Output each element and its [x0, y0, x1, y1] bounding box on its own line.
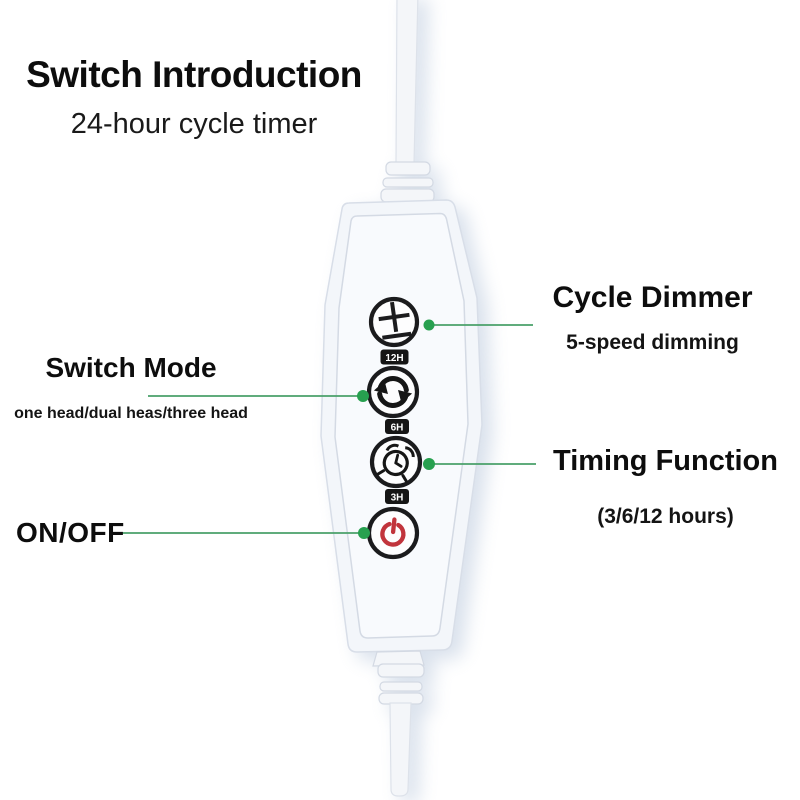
connector-dot-dimmer — [423, 319, 435, 331]
page-subtitle: 24-hour cycle timer — [70, 107, 318, 140]
timer-badge-3h: 3H — [385, 489, 409, 504]
callout-switch-mode: Switch Mode one head/dual heas/three hea… — [0, 352, 262, 423]
svg-text:3H: 3H — [391, 493, 404, 504]
callout-connectors — [111, 319, 536, 539]
callout-cycle-dimmer-title: Cycle Dimmer — [552, 281, 753, 314]
header: Switch Introduction 24-hour cycle timer — [8, 54, 380, 141]
connector-dot-power — [358, 527, 370, 539]
connector-dot-mode — [357, 390, 369, 402]
power-icon — [380, 517, 406, 547]
strain-relief-top — [380, 161, 435, 203]
svg-text:12H: 12H — [385, 353, 403, 364]
callout-cycle-dimmer-subtitle: 5-speed dimming — [566, 331, 739, 354]
plus-minus-icon — [378, 301, 412, 340]
dimmer-button — [368, 296, 420, 348]
power-cable-top — [395, 0, 419, 164]
timer-button — [369, 435, 423, 489]
alarm-clock-icon — [376, 443, 415, 483]
callout-on-off: ON/OFF — [16, 517, 146, 549]
power-button — [366, 506, 420, 560]
power-cable-bottom — [389, 702, 412, 797]
callout-switch-mode-subtitle: one head/dual heas/three head — [14, 405, 248, 422]
connector-dot-timing — [423, 458, 435, 470]
cycle-arrows-icon — [373, 376, 413, 408]
page-title: Switch Introduction — [26, 54, 362, 95]
remote-controller: 12H 6H — [320, 0, 483, 797]
strain-relief-bottom — [372, 650, 425, 705]
callout-switch-mode-title: Switch Mode — [45, 352, 217, 383]
callout-timing-function-subtitle: (3/6/12 hours) — [597, 505, 734, 528]
timer-badge-12h: 12H — [380, 349, 409, 365]
timer-badge-6h: 6H — [385, 419, 409, 434]
callout-timing-function-title: Timing Function — [553, 445, 778, 477]
callout-on-off-title: ON/OFF — [16, 517, 125, 548]
svg-text:6H: 6H — [391, 423, 404, 434]
callout-timing-function: Timing Function (3/6/12 hours) — [533, 445, 798, 529]
mode-button — [366, 365, 420, 419]
callout-cycle-dimmer: Cycle Dimmer 5-speed dimming — [505, 281, 800, 355]
